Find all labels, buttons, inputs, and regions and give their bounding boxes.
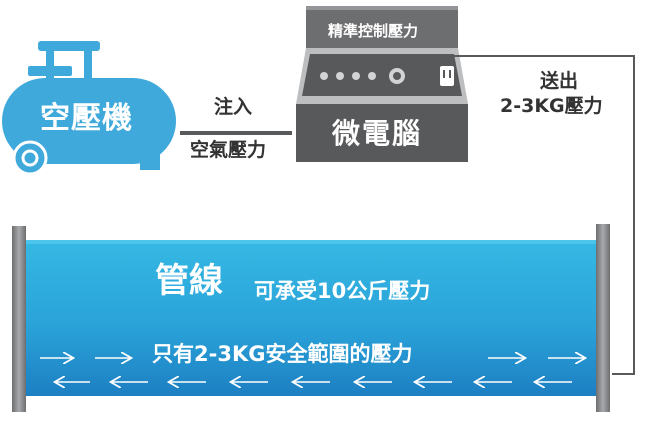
pipe-capacity-label: 可承受10公斤壓力 <box>254 279 431 303</box>
compressor-label: 空壓機 <box>40 101 133 136</box>
air-compressor-icon <box>2 41 176 176</box>
air-pressure-label: 空氣壓力 <box>190 139 267 161</box>
send-label: 送出 <box>540 70 579 92</box>
pipe <box>12 224 610 412</box>
microcomputer-unit <box>296 6 468 162</box>
plug-icon <box>440 66 454 86</box>
outlet-line <box>446 55 635 375</box>
precise-control-label: 精準控制壓力 <box>328 22 419 40</box>
microcomputer-label: 微電腦 <box>332 117 423 150</box>
pipe-right-cap <box>596 224 610 412</box>
safe-range-label: 只有2-3KG安全範圍的壓力 <box>152 342 413 366</box>
output-pressure-label: 2-3KG壓力 <box>500 95 603 117</box>
pipe-left-cap <box>12 226 26 412</box>
pipe-title: 管線 <box>155 261 223 301</box>
inject-label: 注入 <box>214 96 253 118</box>
